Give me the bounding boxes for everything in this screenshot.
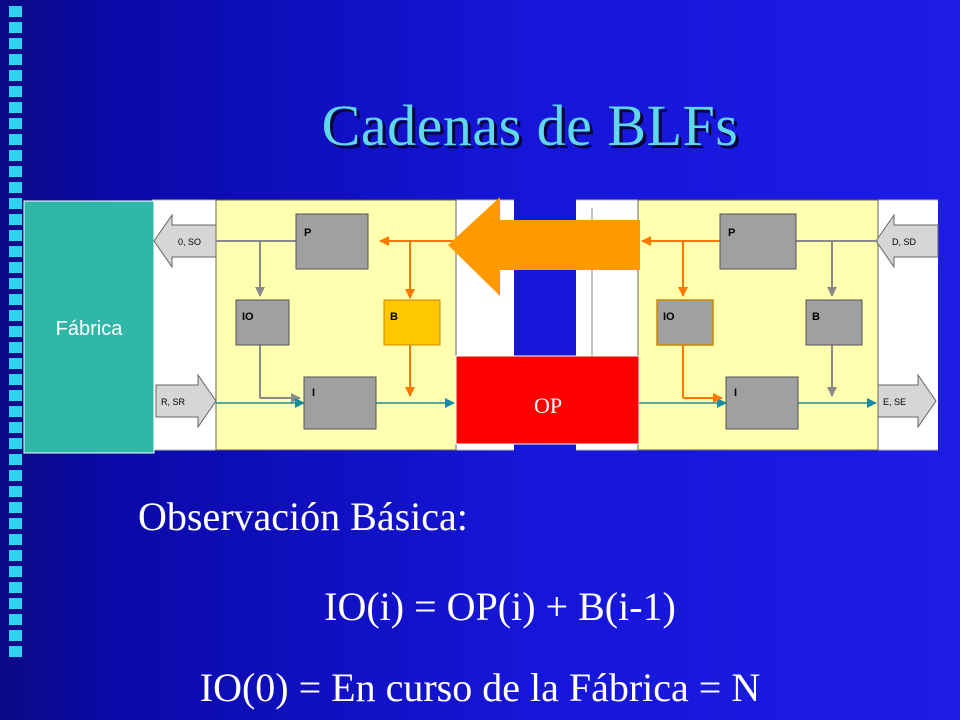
left-box-p xyxy=(295,213,369,270)
right-bottom-arrow-label: E, SE xyxy=(883,397,906,407)
left-box-io xyxy=(235,299,290,346)
factory-label: Fábrica xyxy=(56,318,124,340)
right-box-p-label: P xyxy=(728,227,735,239)
left-box-i-label: I xyxy=(312,387,315,399)
op-box xyxy=(455,355,640,445)
left-box-io-label: IO xyxy=(242,311,254,323)
right-box-io-label: IO xyxy=(663,311,675,323)
right-top-arrow xyxy=(875,213,939,269)
op-label: OP xyxy=(534,393,562,418)
right-box-p xyxy=(719,213,797,270)
big-orange-arrow xyxy=(448,197,640,296)
right-bottom-arrow xyxy=(877,373,937,429)
right-box-i-label: I xyxy=(734,387,737,399)
slide-title: Cadenas de BLFs xyxy=(321,93,739,158)
left-top-arrow xyxy=(153,213,217,269)
left-box-i xyxy=(303,376,377,430)
factory-box xyxy=(23,200,155,454)
left-top-arrow-label: 0, SO xyxy=(178,237,201,247)
decorative-squares xyxy=(9,6,22,657)
observation-heading: Observación Básica: xyxy=(138,494,468,539)
equation-io-i: IO(i) = OP(i) + B(i-1) xyxy=(324,584,676,629)
left-box-b xyxy=(383,299,441,346)
right-box-b xyxy=(805,299,863,346)
right-top-arrow-label: D, SD xyxy=(892,237,917,247)
right-box-b-label: B xyxy=(812,311,820,323)
left-box-b-label: B xyxy=(390,311,398,323)
left-bottom-arrow xyxy=(155,373,217,429)
left-box-p-label: P xyxy=(304,227,311,239)
equation-io-0: IO(0) = En curso de la Fábrica = N xyxy=(199,665,761,710)
right-box-io xyxy=(656,299,714,346)
left-bottom-arrow-label: R, SR xyxy=(161,397,186,407)
right-box-i xyxy=(725,376,799,430)
